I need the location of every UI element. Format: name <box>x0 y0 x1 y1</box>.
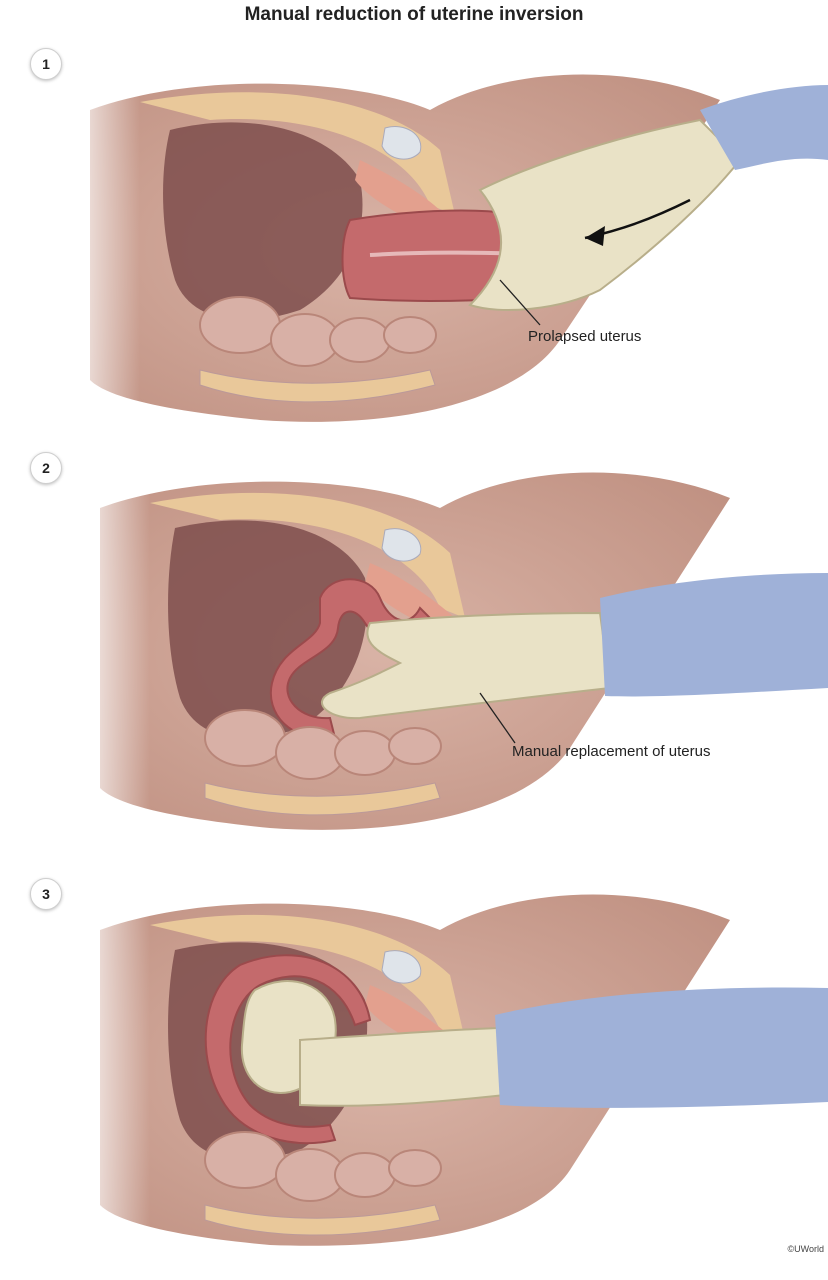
sleeve <box>600 573 828 697</box>
copyright-notice: ©UWorld <box>787 1244 824 1254</box>
uterus-partially-reduced <box>269 578 432 740</box>
abdominal-fat-layer <box>140 92 455 215</box>
bladder <box>381 126 422 160</box>
sacrum <box>204 782 441 816</box>
figure-title: Manual reduction of uterine inversion <box>244 4 584 25</box>
step-1-panel: 1 <box>0 40 828 450</box>
pelvic-cavity <box>163 122 363 320</box>
step-2-illustration <box>70 472 828 848</box>
callout-prolapsed-uterus: Prolapsed uterus <box>528 328 642 345</box>
abdominal-fat-layer <box>150 914 465 1040</box>
callout-1-leader <box>499 279 541 326</box>
bladder <box>381 528 422 562</box>
pubic-tissue <box>365 563 455 633</box>
bladder <box>381 950 422 984</box>
step-2-panel: 2 Manual replacement <box>0 448 828 858</box>
step-1-illustration <box>60 74 828 440</box>
step-3-badge: 3 <box>30 878 62 910</box>
bowel-loops <box>204 709 442 780</box>
pelvic-cavity <box>168 520 368 738</box>
bowel-loops <box>199 296 437 367</box>
gloved-forearm <box>299 1026 507 1107</box>
uterus-restored <box>204 954 372 1144</box>
step-3-panel: 3 <box>0 870 828 1280</box>
callout-2-leader <box>479 692 516 744</box>
callout-manual-replacement: Manual replacement of uterus <box>512 743 711 760</box>
step-2-badge: 2 <box>30 452 62 484</box>
sleeve <box>700 85 828 170</box>
step-1-badge: 1 <box>30 48 62 80</box>
bowel-loops <box>204 1131 442 1202</box>
sleeve <box>495 987 828 1108</box>
sacrum <box>199 369 436 403</box>
step-3-illustration <box>70 894 828 1250</box>
abdominal-fat-layer <box>150 492 465 618</box>
gloved-hand <box>321 611 612 720</box>
sacrum <box>204 1204 441 1236</box>
push-arrow-head <box>585 226 605 246</box>
gloved-hand <box>468 118 742 311</box>
